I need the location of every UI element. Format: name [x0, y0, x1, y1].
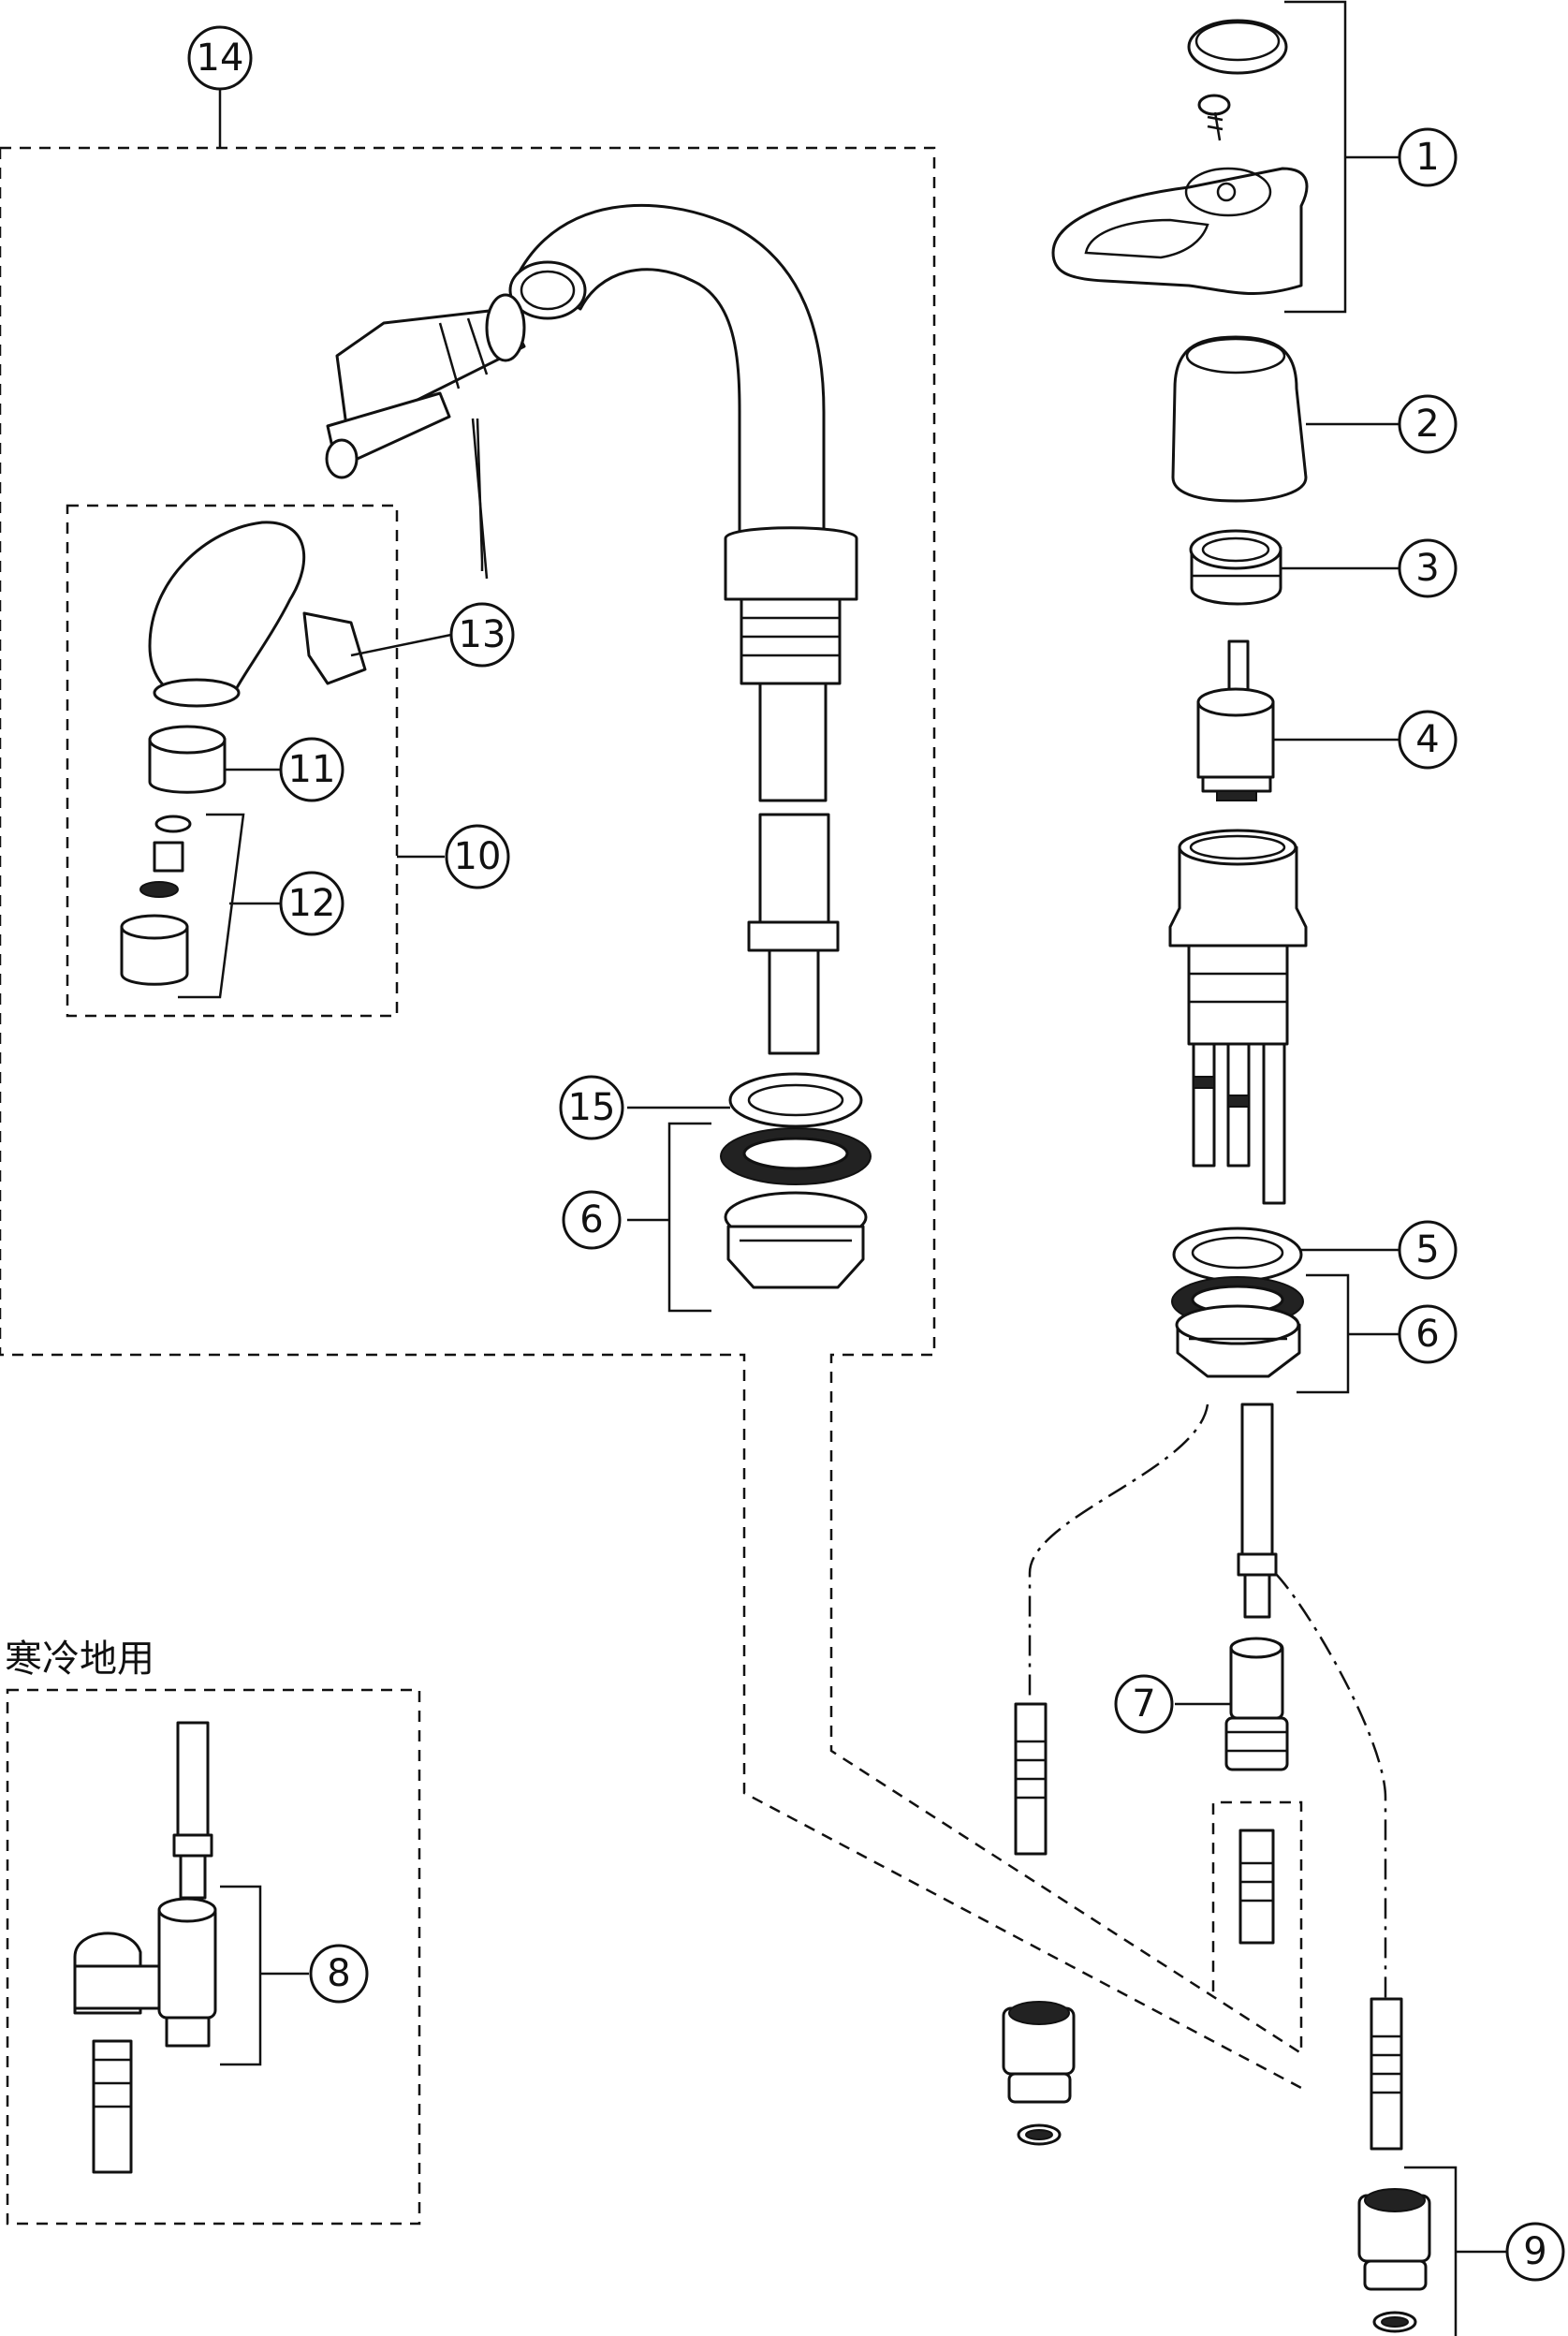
- supply-hose-center: [1237, 1403, 1278, 1619]
- cold-region-box: [6, 1688, 421, 2226]
- handle-cap: [1187, 19, 1288, 75]
- spout: [508, 203, 858, 1055]
- fixing-set-right: [1171, 1276, 1304, 1378]
- cartridge-nut: [1189, 529, 1282, 606]
- connector-left-bottom: [1002, 2001, 1076, 2146]
- svg-text:14: 14: [197, 37, 244, 80]
- callout-3: 3: [1398, 538, 1458, 598]
- callout-6-left: 6: [562, 1190, 622, 1250]
- hose-adapter-center: [1238, 1829, 1275, 1945]
- svg-text:15: 15: [568, 1086, 616, 1129]
- connector-9: [1357, 2188, 1431, 2333]
- svg-text:8: 8: [327, 1952, 350, 1995]
- shower-head: [148, 521, 306, 708]
- callout-4: 4: [1398, 710, 1458, 770]
- callout-6-right: 6: [1398, 1304, 1458, 1364]
- spray-parts-12: [120, 815, 192, 986]
- callout-11: 11: [279, 737, 344, 802]
- bracket-6-right: [1297, 1273, 1350, 1394]
- bracket-9: [1404, 2166, 1458, 2336]
- svg-text:7: 7: [1132, 1682, 1155, 1726]
- bracket-8: [220, 1885, 262, 2066]
- cold-region-caption: 寒冷地用: [5, 1638, 154, 1681]
- group-14-spout-assembly-box: [0, 89, 1303, 2090]
- ceramic-cartridge: [1196, 639, 1275, 801]
- fixing-set-left: [720, 1127, 872, 1289]
- svg-text:6: 6: [579, 1198, 603, 1241]
- cold-region-parts: [73, 1721, 217, 2174]
- supply-hose-right: [1014, 1403, 1209, 1856]
- bracket-6-left: [667, 1122, 711, 1313]
- fixing-washer-5: [1172, 1227, 1303, 1283]
- svg-text:1: 1: [1415, 136, 1439, 179]
- svg-text:10: 10: [454, 835, 502, 878]
- svg-text:9: 9: [1523, 2230, 1546, 2273]
- callout-2: 2: [1398, 394, 1458, 454]
- lever-handle: [1051, 167, 1309, 296]
- callout-8: 8: [309, 1944, 369, 2004]
- svg-text:5: 5: [1415, 1228, 1439, 1271]
- check-valve-7: [1224, 1637, 1289, 1771]
- faucet-body: [1168, 829, 1308, 1205]
- callout-13: 13: [449, 602, 515, 668]
- supply-hose-right-outer: [1274, 1572, 1403, 2151]
- hose-clip: [302, 611, 367, 685]
- cartridge-cover: [1171, 335, 1308, 503]
- svg-text:3: 3: [1415, 547, 1439, 590]
- callout-14: 14: [187, 25, 253, 91]
- bracket-12: [178, 813, 245, 999]
- svg-text:4: 4: [1415, 718, 1439, 761]
- svg-text:11: 11: [288, 748, 336, 791]
- callout-1: 1: [1398, 127, 1458, 187]
- callout-9: 9: [1505, 2222, 1565, 2282]
- handle-screw: [1197, 94, 1231, 141]
- svg-text:2: 2: [1415, 403, 1439, 446]
- svg-text:13: 13: [459, 613, 506, 656]
- callout-10: 10: [445, 824, 510, 889]
- svg-text:12: 12: [288, 882, 336, 925]
- svg-text:6: 6: [1415, 1313, 1439, 1356]
- callout-7: 7: [1114, 1674, 1174, 1734]
- washer-15: [728, 1072, 863, 1128]
- callout-15: 15: [559, 1075, 624, 1140]
- callout-5: 5: [1398, 1220, 1458, 1280]
- callout-12: 12: [279, 871, 344, 936]
- hose-connector-13: [325, 293, 526, 479]
- group-10-shower-head-box: [66, 504, 399, 1018]
- ring-nut-11: [148, 725, 227, 794]
